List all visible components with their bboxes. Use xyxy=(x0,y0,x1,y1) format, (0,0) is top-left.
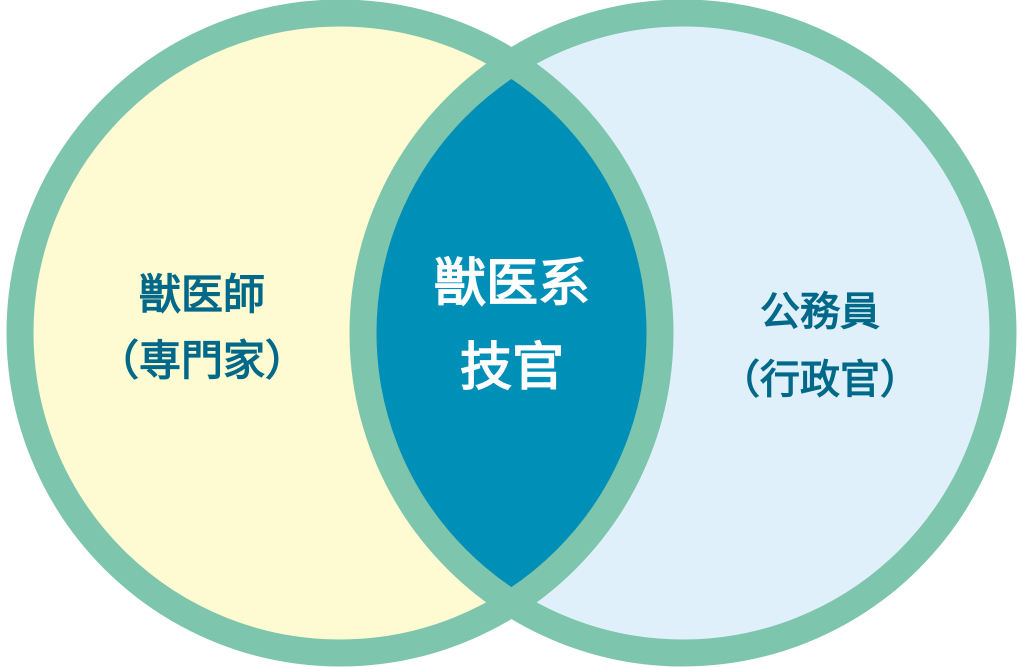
label-veterinarian: 獣医師 （専門家） xyxy=(82,262,322,394)
label-public-servant-title: 公務員 xyxy=(760,289,880,335)
label-veterinary-official-line1: 獣医系 xyxy=(433,254,590,314)
label-veterinary-official: 獣医系 技官 xyxy=(392,242,632,410)
label-veterinary-official-line2: 技官 xyxy=(459,338,564,398)
left-circle-outline xyxy=(6,0,674,667)
intersection-region xyxy=(363,13,660,653)
label-public-servant: 公務員 （行政官） xyxy=(700,278,940,414)
label-public-servant-subtitle: （行政官） xyxy=(720,357,920,403)
label-veterinarian-title: 獣医師 xyxy=(138,270,265,319)
right-circle-outline xyxy=(349,0,1017,667)
label-veterinarian-subtitle: （専門家） xyxy=(96,336,307,385)
